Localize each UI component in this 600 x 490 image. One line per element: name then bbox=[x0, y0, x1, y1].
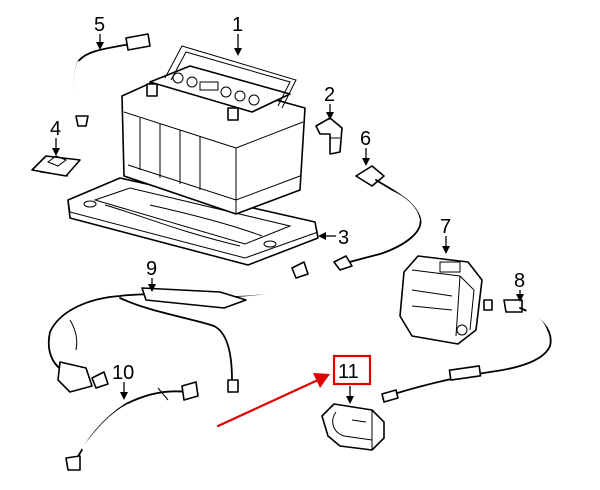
callout-9: 9 bbox=[146, 258, 157, 280]
clip-4 bbox=[31, 155, 81, 177]
leader-lines bbox=[52, 34, 524, 404]
cable-6 bbox=[333, 165, 422, 271]
cable-8 bbox=[381, 299, 552, 403]
callout-labels: 1 2 3 4 5 6 7 8 9 10 11 bbox=[50, 14, 525, 384]
callout-4: 4 bbox=[50, 118, 61, 140]
highlight-box bbox=[332, 354, 372, 386]
elbow-2 bbox=[315, 117, 343, 155]
callout-1: 1 bbox=[232, 14, 243, 36]
callout-11: 11 bbox=[338, 361, 359, 383]
junction-block-7 bbox=[399, 255, 493, 345]
battery bbox=[121, 45, 306, 215]
cable-5 bbox=[73, 33, 151, 127]
callout-2: 2 bbox=[324, 84, 335, 106]
battery-tray bbox=[67, 177, 319, 266]
callout-10: 10 bbox=[112, 362, 134, 384]
callout-6: 6 bbox=[360, 128, 371, 150]
callout-3: 3 bbox=[338, 227, 349, 249]
callout-5: 5 bbox=[94, 14, 105, 36]
callout-8: 8 bbox=[514, 270, 525, 292]
highlight-arrow bbox=[216, 373, 330, 428]
bracket-11 bbox=[321, 403, 385, 451]
harness-9 bbox=[47, 261, 309, 393]
cable-10 bbox=[65, 381, 199, 471]
callout-7: 7 bbox=[440, 216, 451, 238]
